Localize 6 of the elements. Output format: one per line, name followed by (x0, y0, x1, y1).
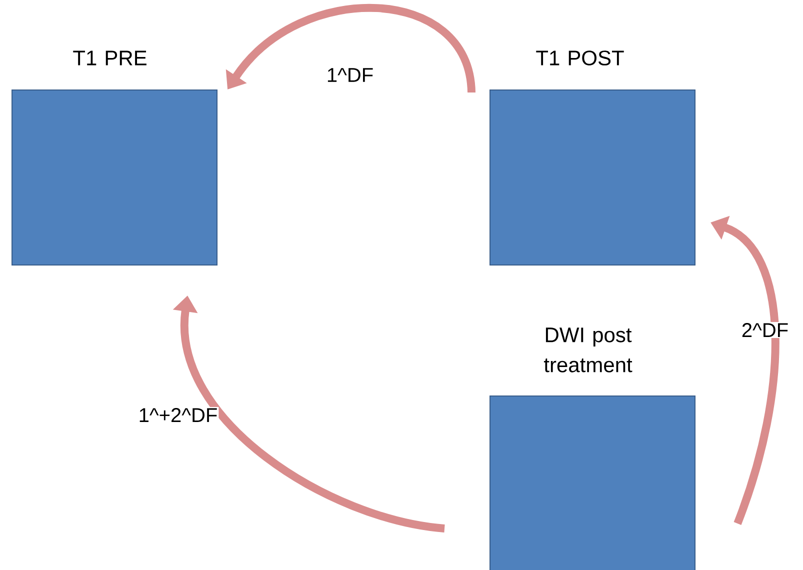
edge-label: 1^+2^DF (137, 407, 219, 423)
edge-label: 2^DF (740, 322, 790, 338)
edge-label: 1^DF (325, 67, 375, 83)
heading: T1 PRE (73, 50, 146, 66)
heading: T1 POST (536, 50, 624, 66)
heading: DWI post treatment (544, 328, 632, 372)
